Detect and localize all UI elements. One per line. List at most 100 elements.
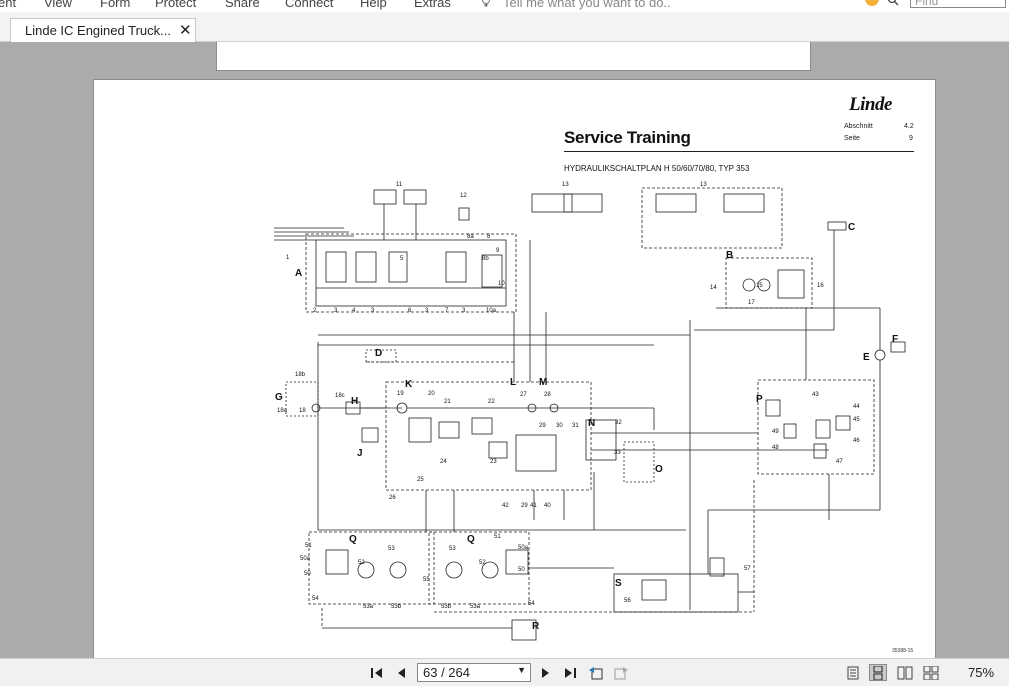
menu-item-connect[interactable]: Connect: [285, 0, 334, 10]
continuous-view-button[interactable]: [869, 664, 887, 681]
continuous-page-icon: [873, 665, 883, 680]
menu-item-form[interactable]: Form: [100, 0, 131, 10]
num-7: 7: [445, 308, 449, 314]
last-page-button[interactable]: [562, 664, 578, 681]
menu-item-view[interactable]: View: [44, 0, 72, 10]
num-3d: 3: [462, 308, 466, 314]
page-number-value: 63 / 264: [423, 665, 470, 680]
seite-label: Seite: [844, 135, 860, 142]
menu-item-help[interactable]: Help: [360, 0, 387, 10]
num-17: 17: [748, 300, 755, 306]
num-3a: 3: [334, 308, 338, 314]
num-47: 47: [836, 459, 843, 465]
num-42: 42: [502, 503, 509, 509]
two-page-scroll-icon: [923, 665, 939, 680]
num-50b: 50: [518, 567, 525, 573]
single-page-view-button[interactable]: [846, 664, 860, 681]
menu-item-comment[interactable]: ent: [0, 0, 17, 10]
num-56: 56: [624, 598, 631, 604]
tab-document[interactable]: Linde IC Engined Truck... ✕: [10, 18, 196, 42]
num-4: 4: [352, 308, 356, 314]
num-29b: 29: [521, 503, 528, 509]
num-10: 10: [498, 281, 505, 287]
close-icon[interactable]: ✕: [179, 22, 192, 39]
num-12: 12: [460, 193, 467, 199]
num-16: 16: [817, 283, 824, 289]
two-page-scroll-button[interactable]: [922, 664, 940, 681]
diagram-label-L: L: [510, 377, 516, 388]
num-31: 31: [572, 423, 579, 429]
num-45: 45: [853, 417, 860, 423]
num-52b: 52: [479, 560, 486, 566]
diagram-label-B: B: [726, 250, 733, 261]
num-30: 30: [556, 423, 563, 429]
num-13b: 13: [700, 182, 707, 188]
tell-me-search[interactable]: Tell me what you want to do..: [503, 0, 671, 10]
find-placeholder: Find: [915, 0, 939, 8]
num-57: 57: [744, 566, 751, 572]
linde-logo: Linde: [849, 94, 892, 115]
num-26: 26: [389, 495, 396, 501]
num-18: 18: [299, 408, 306, 414]
page-number-input[interactable]: 63 / 264 ▼: [417, 663, 531, 682]
num-50a: 50: [304, 571, 311, 577]
tab-title: Linde IC Engined Truck...: [25, 23, 171, 38]
next-view-button[interactable]: [612, 664, 630, 681]
page-title: Service Training: [564, 128, 691, 147]
num-33: 33: [614, 450, 621, 456]
last-page-icon: [565, 667, 576, 678]
find-input[interactable]: Find: [910, 0, 1006, 8]
chevron-down-icon[interactable]: ▼: [517, 665, 526, 675]
user-icon[interactable]: [865, 0, 879, 6]
previous-view-button[interactable]: [587, 664, 605, 681]
document-viewport[interactable]: Linde Abschnitt 4.2 Seite 9 Service Trai…: [0, 42, 1009, 658]
num-21: 21: [444, 399, 451, 405]
zoom-level[interactable]: 75%: [968, 665, 995, 680]
num-48: 48: [772, 445, 779, 451]
num-14: 14: [710, 285, 717, 291]
two-page-icon: [897, 666, 913, 679]
num-27: 27: [520, 392, 527, 398]
diagram-label-C: C: [848, 222, 855, 233]
num-24: 24: [440, 459, 447, 465]
num-10a: 10a: [486, 308, 497, 314]
num-6: 6: [408, 308, 412, 314]
num-40: 40: [544, 503, 551, 509]
num-5: 5: [400, 256, 404, 262]
previous-page-bottom: [216, 42, 811, 71]
num-53ab: 53a: [470, 604, 481, 610]
num-18c: 18c: [335, 393, 345, 399]
diagram-label-K: K: [405, 379, 413, 390]
num-54a: 54: [312, 596, 319, 602]
menu-item-protect[interactable]: Protect: [155, 0, 197, 10]
menu-bar: ent View Form Protect Share Connect Help…: [0, 0, 1009, 12]
hydraulic-schematic: A B C D E F G H J K L M N O P Q Q R S: [274, 182, 906, 641]
abschnitt-value: 4.2: [904, 123, 914, 130]
first-page-button[interactable]: [369, 664, 385, 681]
lightbulb-icon: [482, 0, 490, 7]
previous-view-icon: [589, 666, 603, 679]
menu-item-extras[interactable]: Extras: [414, 0, 451, 10]
diagram-label-F: F: [892, 334, 898, 345]
num-46: 46: [853, 438, 860, 444]
num-53b: 53: [449, 546, 456, 552]
num-32: 32: [615, 420, 622, 426]
next-page-button[interactable]: [538, 664, 552, 681]
num-2: 2: [313, 308, 317, 314]
previous-page-button[interactable]: [395, 664, 409, 681]
num-20: 20: [428, 391, 435, 397]
next-page-icon: [542, 667, 549, 678]
diagram-label-G: G: [275, 392, 283, 403]
page-subtitle: HYDRAULIKSCHALTPLAN H 50/60/70/80, TYP 3…: [564, 164, 750, 173]
num-19: 19: [397, 391, 404, 397]
seite-value: 9: [909, 135, 913, 142]
diagram-label-J: J: [357, 448, 363, 459]
diagram-label-E: E: [863, 352, 870, 363]
num-50ab: 50a: [518, 545, 529, 551]
num-53a: 53: [388, 546, 395, 552]
search-icon[interactable]: [887, 0, 899, 6]
previous-page-icon: [398, 667, 405, 678]
two-page-view-button[interactable]: [896, 664, 914, 681]
menu-item-share[interactable]: Share: [225, 0, 260, 10]
diagram-label-P: P: [756, 394, 763, 405]
